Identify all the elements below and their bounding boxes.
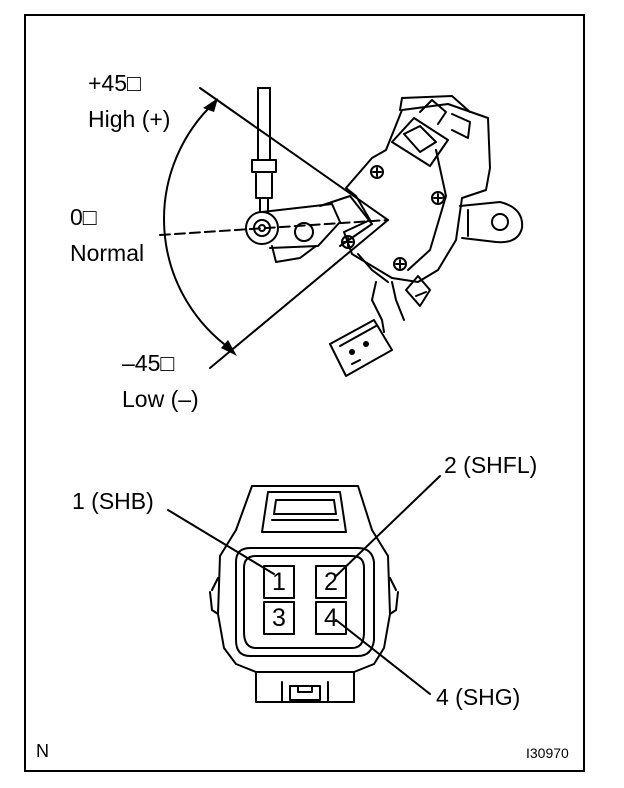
pin-1-cavity <box>263 565 295 599</box>
figure-code: I30970 <box>526 745 569 761</box>
minus45-reference-line <box>209 219 389 369</box>
pin-3-number: 3 <box>272 604 286 632</box>
arc-arrowhead-bottom <box>221 340 237 356</box>
pin1-leader-line <box>167 509 275 575</box>
height-sensor-body <box>329 95 524 377</box>
swing-arc <box>163 101 233 351</box>
pin2-leader-line <box>335 475 441 577</box>
pin-4-number: 4 <box>324 604 338 632</box>
arc-arrowhead-top <box>203 98 218 112</box>
pin-1-number: 1 <box>272 568 286 596</box>
zero-angle-label: 0□ <box>70 204 97 230</box>
pin4-callout-label: 4 (SHG) <box>436 684 521 710</box>
lever-arm <box>245 195 373 263</box>
pin-2-number: 2 <box>324 568 338 596</box>
normal-position-label: Normal <box>70 240 145 266</box>
high-position-label: High (+) <box>88 106 171 132</box>
connector-housing <box>209 485 399 703</box>
pin-4-cavity <box>315 601 347 635</box>
pin4-leader-line <box>335 619 431 695</box>
pin2-callout-label: 2 (SHFL) <box>444 452 538 478</box>
figure-frame <box>24 14 585 772</box>
corner-letter: N <box>36 741 49 761</box>
sensor-rod <box>251 87 277 213</box>
pin1-callout-label: 1 (SHB) <box>72 488 154 514</box>
plus45-reference-line <box>199 87 389 221</box>
plus45-angle-label: +45□ <box>88 70 141 96</box>
zero-reference-line <box>159 219 389 236</box>
pin-3-cavity <box>263 601 295 635</box>
pin-2-cavity <box>315 565 347 599</box>
minus45-angle-label: –45□ <box>122 350 175 376</box>
low-position-label: Low (–) <box>122 386 199 412</box>
